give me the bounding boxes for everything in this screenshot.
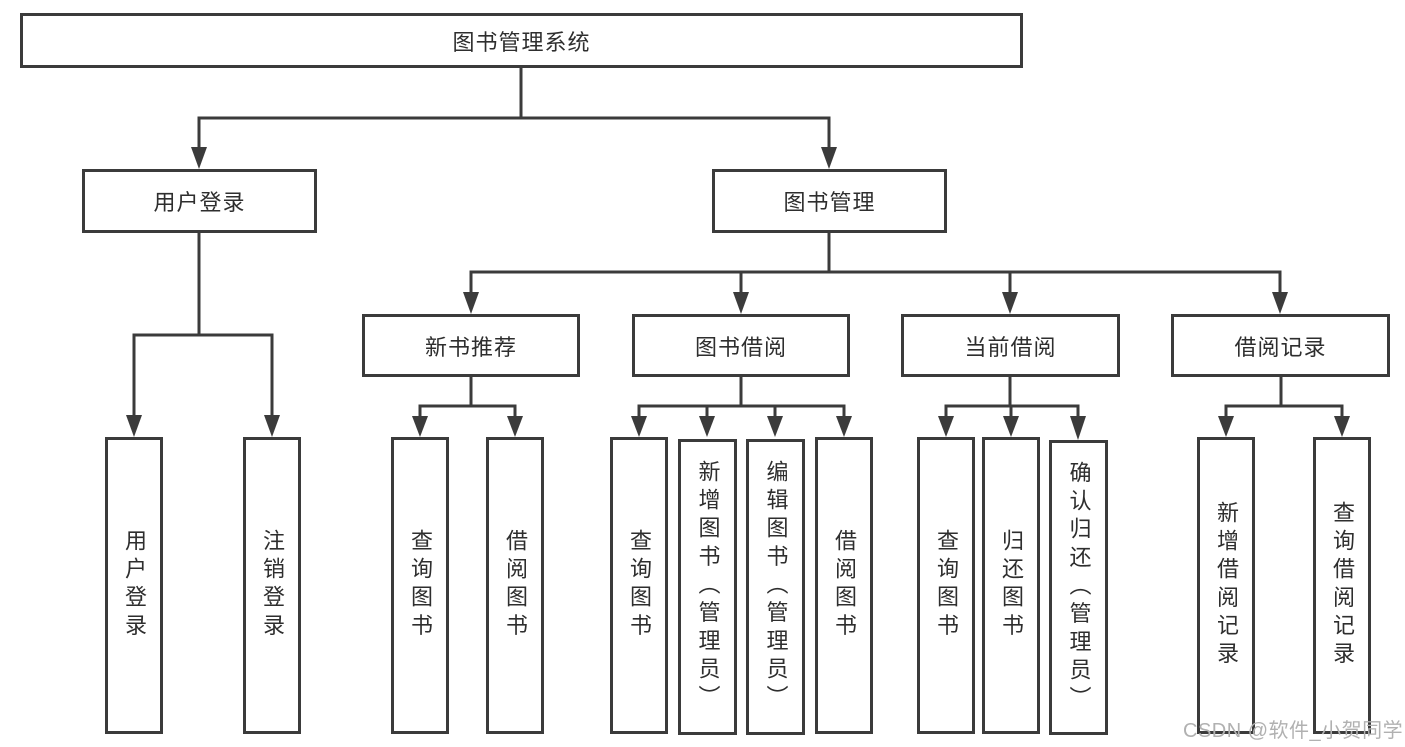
node-book-management: 图书管理 xyxy=(712,169,947,233)
leaf-user-login: 用户登录 xyxy=(105,437,163,734)
leaf-add-borrow-record: 新增借阅记录 xyxy=(1197,437,1255,734)
node-current-borrow: 当前借阅 xyxy=(901,314,1120,377)
leaf-logout: 注销登录 xyxy=(243,437,301,734)
leaf-query-books-recommend: 查询图书 xyxy=(391,437,449,734)
leaf-query-books-current: 查询图书 xyxy=(917,437,975,734)
node-user-login: 用户登录 xyxy=(82,169,317,233)
leaf-confirm-return-admin: 确认归还（管理员） xyxy=(1049,440,1108,735)
leaf-query-borrow-record: 查询借阅记录 xyxy=(1313,437,1371,734)
connector-user-login-to-leaves xyxy=(126,231,280,437)
connector-new-book-rec-to-leaves xyxy=(412,375,523,437)
connector-root-to-level2 xyxy=(191,66,837,169)
leaf-return-books: 归还图书 xyxy=(982,437,1040,734)
leaf-borrow-books: 借阅图书 xyxy=(815,437,873,734)
node-new-book-recommend: 新书推荐 xyxy=(362,314,580,377)
leaf-query-books-borrow: 查询图书 xyxy=(610,437,668,734)
leaf-add-books-admin: 新增图书（管理员） xyxy=(678,439,737,735)
connector-current-borrow-to-leaves xyxy=(938,375,1086,440)
node-book-borrow: 图书借阅 xyxy=(632,314,850,377)
csdn-watermark: CSDN @软件_小贺同学 xyxy=(1183,720,1404,742)
leaf-borrow-books-recommend: 借阅图书 xyxy=(486,437,544,734)
leaf-edit-books-admin: 编辑图书（管理员） xyxy=(746,439,805,735)
node-root-system: 图书管理系统 xyxy=(20,13,1023,68)
connector-book-borrow-to-leaves xyxy=(631,375,852,437)
node-borrow-records: 借阅记录 xyxy=(1171,314,1390,377)
connector-borrow-records-to-leaves xyxy=(1218,375,1350,437)
connector-book-mgmt-to-level3 xyxy=(463,231,1288,314)
